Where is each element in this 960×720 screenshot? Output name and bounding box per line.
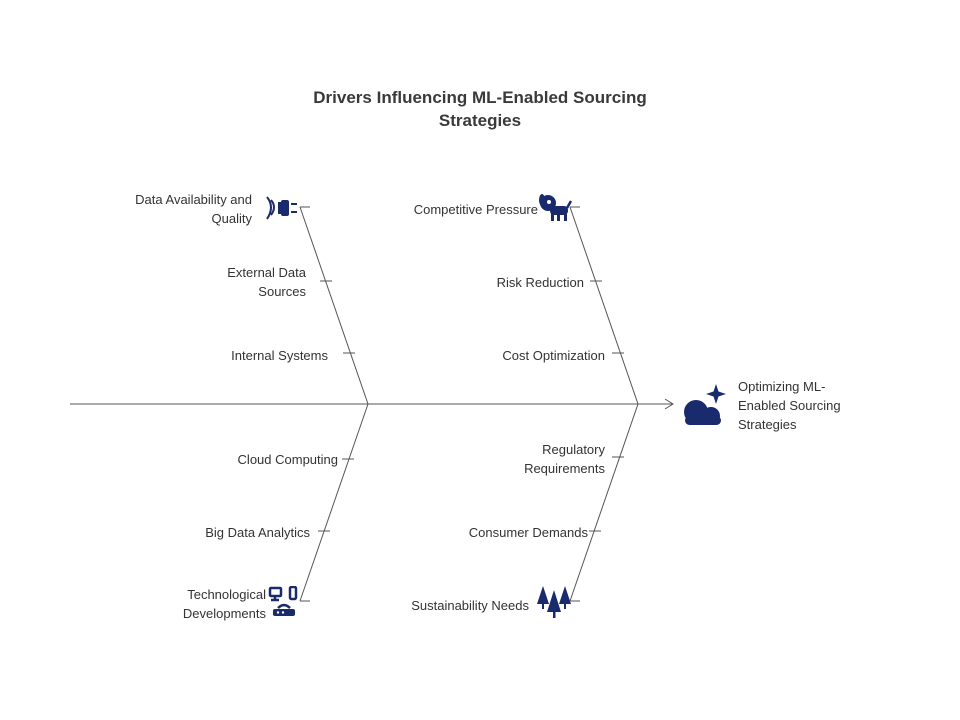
branch-label-tech: Technological Developments <box>182 587 266 621</box>
sub-label-cost-optimization: Cost Optimization <box>502 348 605 363</box>
diagram-title: Drivers Influencing ML-Enabled Sourcing … <box>313 88 647 130</box>
sub-label-risk-reduction: Risk Reduction <box>496 275 584 290</box>
bone-regulation <box>569 403 639 602</box>
cloud-star-icon <box>684 384 726 425</box>
bone-market <box>569 206 639 405</box>
effect-label: Optimizing ML-Enabled Sourcing Strategie… <box>738 379 841 432</box>
dog-icon <box>539 194 572 221</box>
sub-label-regulatory: Regulatory Requirements <box>524 442 605 476</box>
bone-data <box>299 206 369 405</box>
sub-label-big-data: Big Data Analytics <box>205 525 310 540</box>
network-devices-icon <box>268 586 298 616</box>
spine-arrowhead <box>664 398 674 410</box>
sub-label-external-data: External Data Sources <box>227 265 306 299</box>
branch-label-data: Data Availability and Quality <box>135 192 252 226</box>
bone-tech <box>299 403 369 602</box>
sub-label-internal-systems: Internal Systems <box>231 348 328 363</box>
trees-icon <box>537 586 571 618</box>
sub-label-consumer-demands: Consumer Demands <box>468 525 588 540</box>
branch-label-market: Competitive Pressure <box>413 202 538 217</box>
sub-label-cloud-computing: Cloud Computing <box>237 452 338 467</box>
branch-label-regulation: Sustainability Needs <box>411 598 529 613</box>
usb-plug-icon <box>266 196 297 220</box>
